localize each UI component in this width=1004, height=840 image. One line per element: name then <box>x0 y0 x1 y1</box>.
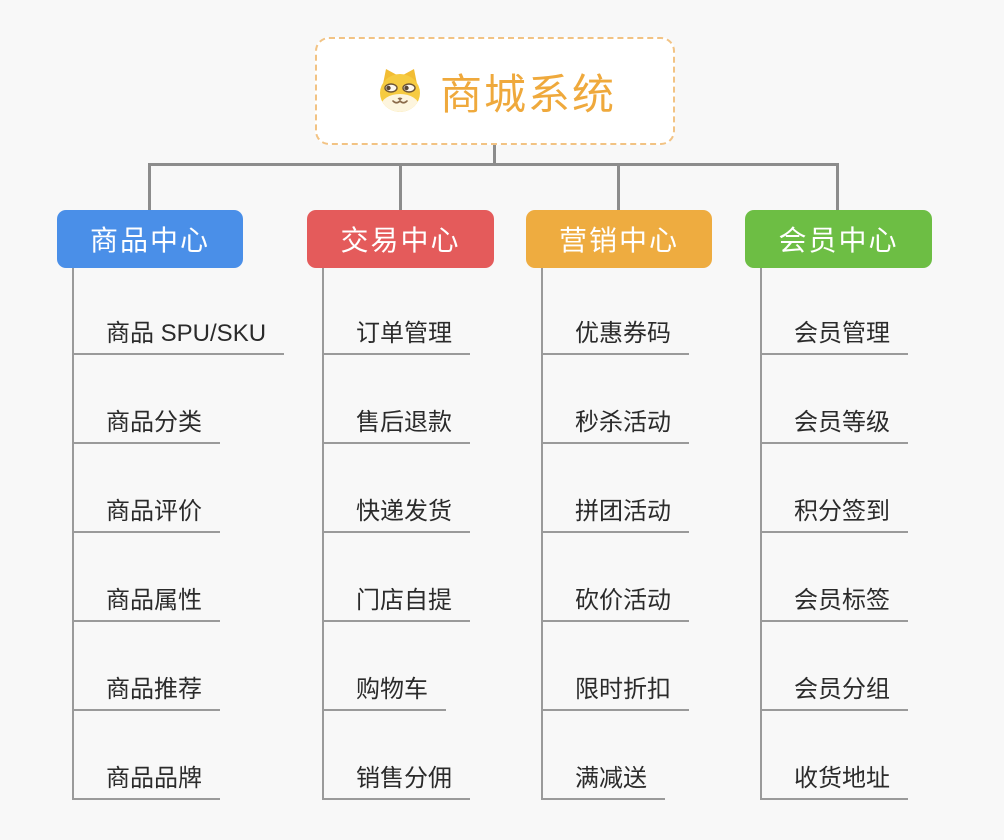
child-node[interactable]: 会员标签 <box>762 586 908 622</box>
branch-children-product: 商品 SPU/SKU 商品分类 商品评价 商品属性 商品推荐 商品品牌 <box>72 268 324 800</box>
child-node[interactable]: 收货地址 <box>762 764 908 800</box>
connector-root-stub <box>493 145 496 165</box>
branch-children-marketing: 优惠券码 秒杀活动 拼团活动 砍价活动 限时折扣 满减送 <box>541 268 793 800</box>
branch-label: 会员中心 <box>778 225 899 256</box>
child-node[interactable]: 积分签到 <box>762 497 908 533</box>
branch-node-product[interactable]: 商品中心 <box>57 210 243 268</box>
root-title: 商城系统 <box>439 70 616 118</box>
child-node[interactable]: 门店自提 <box>324 586 470 622</box>
child-node[interactable]: 满减送 <box>543 764 665 800</box>
root-node[interactable]: 商城系统 <box>315 37 675 145</box>
child-node[interactable]: 秒杀活动 <box>543 408 689 444</box>
child-node[interactable]: 订单管理 <box>324 319 470 355</box>
connector-drop-member <box>836 163 839 210</box>
dog-face-icon <box>379 69 420 112</box>
child-node[interactable]: 砍价活动 <box>543 586 689 622</box>
child-node[interactable]: 购物车 <box>324 675 446 711</box>
branch-children-trade: 订单管理 售后退款 快递发货 门店自提 购物车 销售分佣 <box>322 268 574 800</box>
child-node[interactable]: 会员管理 <box>762 319 908 355</box>
branch-label: 交易中心 <box>340 225 461 256</box>
branch-node-marketing[interactable]: 营销中心 <box>526 210 712 268</box>
connector-drop-trade <box>399 163 402 210</box>
child-node[interactable]: 快递发货 <box>324 497 470 533</box>
branch-label: 商品中心 <box>89 225 210 256</box>
connector-drop-marketing <box>617 163 620 210</box>
child-node[interactable]: 拼团活动 <box>543 497 689 533</box>
connector-horizontal <box>148 163 839 166</box>
child-node[interactable]: 商品评价 <box>74 497 220 533</box>
child-node[interactable]: 会员等级 <box>762 408 908 444</box>
child-node[interactable]: 会员分组 <box>762 675 908 711</box>
child-node[interactable]: 商品推荐 <box>74 675 220 711</box>
child-node[interactable]: 限时折扣 <box>543 675 689 711</box>
connector-drop-product <box>148 163 151 210</box>
child-node[interactable]: 商品 SPU/SKU <box>74 319 285 355</box>
child-node[interactable]: 售后退款 <box>324 408 470 444</box>
child-node[interactable]: 商品品牌 <box>74 764 220 800</box>
child-node[interactable]: 销售分佣 <box>324 764 470 800</box>
branch-node-member[interactable]: 会员中心 <box>745 210 932 268</box>
branch-children-member: 会员管理 会员等级 积分签到 会员标签 会员分组 收货地址 <box>760 268 1004 800</box>
branch-node-trade[interactable]: 交易中心 <box>307 210 494 268</box>
branch-label: 营销中心 <box>558 225 679 256</box>
child-node[interactable]: 商品属性 <box>74 586 220 622</box>
child-node[interactable]: 商品分类 <box>74 408 220 444</box>
child-node[interactable]: 优惠券码 <box>543 319 689 355</box>
